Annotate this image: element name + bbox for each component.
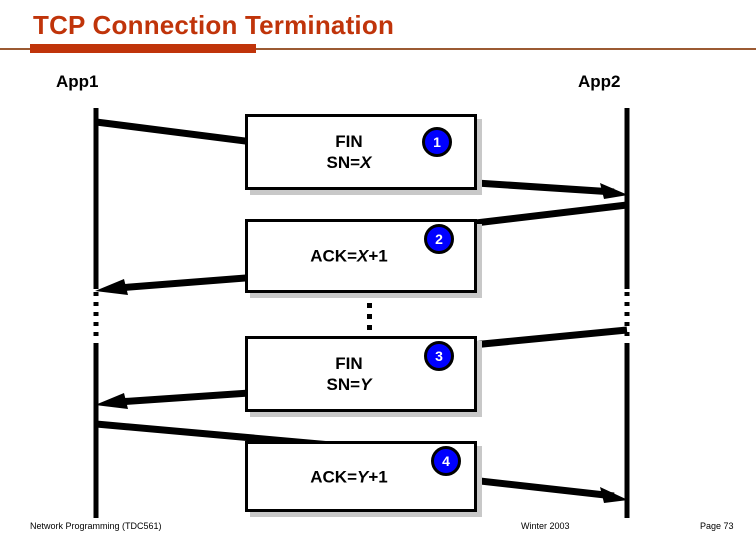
ellipsis-dot: [367, 303, 372, 308]
message-line2-var-3: Y: [360, 375, 372, 394]
message-line2-prefix-1: SN=: [326, 153, 361, 172]
message-line2-prefix-2: ACK=: [310, 246, 358, 266]
message-line2-suffix-4: +1: [368, 466, 388, 486]
footer-course: Network Programming (TDC561): [30, 521, 162, 531]
message-line2-prefix-3: SN=: [326, 375, 361, 394]
page-title: TCP Connection Termination: [33, 10, 395, 40]
message-box-2: ACK=X+1: [245, 219, 477, 293]
message-line2-var-2: X: [357, 246, 369, 266]
step-badge-1: 1: [422, 127, 452, 157]
ellipsis-dot: [367, 314, 372, 319]
message-line1-3: FIN: [335, 353, 363, 373]
footer-term: Winter 2003: [521, 521, 570, 531]
message-line1-1: FIN: [335, 131, 363, 151]
step-badge-4: 4: [431, 446, 461, 476]
message-line2-var-4: Y: [357, 466, 369, 486]
message-text-1: FIN SN=X: [248, 131, 474, 174]
endpoint-label-right: App2: [578, 72, 621, 91]
message-text-2: ACK=X+1: [248, 245, 474, 266]
message-line2-prefix-4: ACK=: [310, 466, 358, 486]
message-line2-suffix-2: +1: [368, 246, 388, 266]
ellipsis-dot: [367, 325, 372, 330]
endpoint-label-left: App1: [56, 72, 99, 91]
title-rule-accent: [30, 44, 256, 53]
message-text-3: FIN SN=Y: [248, 353, 474, 396]
step-badge-2: 2: [424, 224, 454, 254]
message-text-4: ACK=Y+1: [248, 466, 474, 487]
footer-page-number: Page 73: [700, 521, 734, 531]
title-rule-thin: [0, 48, 756, 50]
continuation-ellipsis: [367, 303, 373, 336]
step-badge-3: 3: [424, 341, 454, 371]
message-line2-var-1: X: [360, 153, 372, 172]
